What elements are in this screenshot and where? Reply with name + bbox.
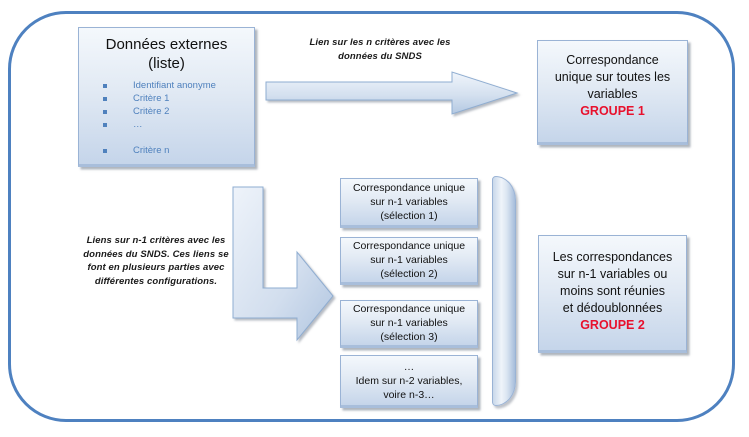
group2-text: Les correspondances sur n-1 variables ou…: [552, 250, 673, 315]
selection-box-3-text: Correspondance unique sur n-1 variables …: [352, 303, 466, 343]
bullet-square-icon: [103, 149, 107, 153]
group1-box: Correspondance unique sur toutes les var…: [537, 40, 688, 145]
group1-label: GROUPE 1: [580, 104, 645, 118]
top-arrow-caption: Lien sur les n critères avec les données…: [309, 37, 451, 62]
list-item: Identifiant anonyme: [101, 79, 254, 92]
list-item: Critère 2: [101, 105, 254, 118]
list-item-label: Critère 2: [133, 106, 170, 117]
bullet-square-icon: [103, 123, 107, 127]
list-item-label: Identifiant anonyme: [133, 80, 216, 91]
group1-text: Correspondance unique sur toutes les var…: [554, 53, 671, 101]
bullet-square-icon: [103, 84, 107, 88]
selection-box-4-text: … Idem sur n-2 variables, voire n-3…: [355, 360, 463, 401]
bullet-square-icon: [103, 110, 107, 114]
list-item: Critère n: [101, 144, 254, 157]
grouping-bracket-shape: [492, 176, 516, 406]
external-data-title: Données externes (liste): [105, 36, 228, 72]
list-item-label: …: [133, 119, 143, 130]
selection-box-3: Correspondance unique sur n-1 variables …: [340, 300, 478, 348]
selection-box-1-text: Correspondance unique sur n-1 variables …: [352, 182, 466, 222]
external-data-box: Données externes (liste) Identifiant ano…: [78, 27, 255, 167]
list-item: Critère 1: [101, 92, 254, 105]
external-data-list: Identifiant anonyme Critère 1 Critère 2 …: [101, 79, 254, 157]
list-item-label: Critère 1: [133, 93, 170, 104]
group2-box: Les correspondances sur n-1 variables ou…: [538, 235, 687, 353]
list-item: …: [101, 118, 254, 131]
selection-box-2-text: Correspondance unique sur n-1 variables …: [352, 240, 466, 280]
bullet-square-icon: [103, 97, 107, 101]
group2-label: GROUPE 2: [580, 318, 645, 332]
list-item-label: Critère n: [133, 145, 170, 156]
selection-box-1: Correspondance unique sur n-1 variables …: [340, 178, 478, 228]
bent-arrow-caption: Liens sur n-1 critères avec les données …: [83, 235, 229, 287]
selection-box-4: … Idem sur n-2 variables, voire n-3…: [340, 355, 478, 408]
selection-box-2: Correspondance unique sur n-1 variables …: [340, 237, 478, 285]
